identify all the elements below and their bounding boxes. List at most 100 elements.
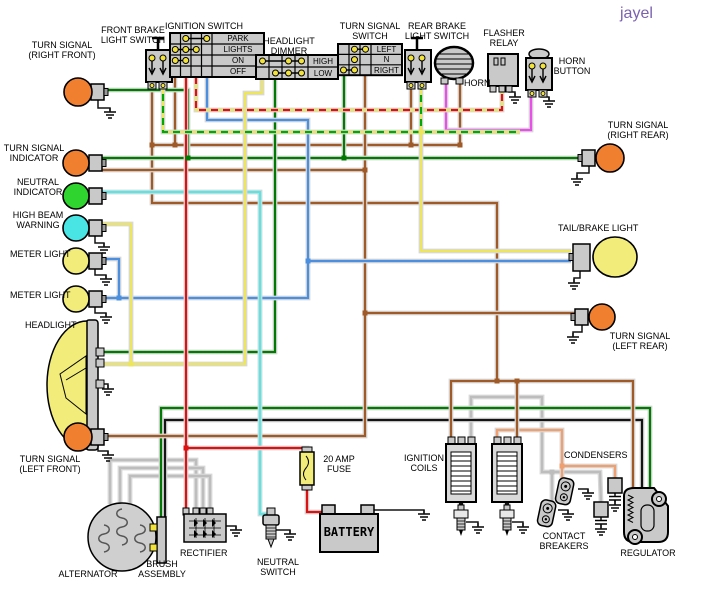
wires-layer [94, 75, 653, 534]
ignition-switch-row-on: ON [232, 56, 244, 65]
label-battery: BATTERY [323, 525, 375, 539]
ground-symbol [582, 489, 594, 500]
junction-dot [549, 469, 555, 475]
junction-dot [149, 142, 155, 148]
label-horn: HORN [464, 78, 491, 88]
junction-dot [128, 361, 134, 367]
horn-button-component [525, 48, 553, 98]
ground-symbol [571, 175, 583, 186]
bulbs-layer [62, 77, 638, 452]
rectifier-component [182, 507, 227, 543]
ground-symbol [595, 525, 607, 536]
label-turn-signal-left-rear: TURN SIGNAL (LEFT REAR) [609, 331, 671, 351]
junction-dot [305, 258, 311, 264]
ground-symbol [418, 510, 430, 521]
junction-dot [185, 155, 191, 161]
ground-symbol [562, 510, 574, 521]
junction-dot [362, 167, 368, 173]
label-condensers: CONDENSERS [564, 450, 628, 460]
regulator-component [623, 487, 669, 545]
junction-dot [183, 445, 189, 451]
wire-alternator-phase-1 [107, 457, 199, 512]
meter-light-1-bulb [62, 247, 107, 275]
wire-gnd-m1 [94, 269, 107, 279]
junction-dot [559, 463, 565, 469]
ground-symbol [104, 108, 116, 119]
wire-coil-bus-brown [448, 378, 636, 494]
headlight-dimmer-table [255, 54, 339, 80]
label-horn-button: HORN BUTTON [553, 56, 591, 76]
junction-dot [494, 378, 500, 384]
junction-dot [514, 378, 520, 384]
wire-gnd-rr [576, 166, 590, 179]
junction-dot [408, 142, 414, 148]
ignition-switch-row-off: OFF [230, 67, 246, 76]
label-regulator: REGULATOR [620, 548, 676, 558]
wire-gnd-tail [573, 271, 581, 283]
neutral-indicator-bulb [62, 182, 107, 210]
ground-symbol [100, 313, 112, 324]
wire-gnd-m2 [94, 307, 107, 317]
ground-symbol [517, 523, 529, 534]
wire-gnd-battery [374, 509, 425, 514]
ground-symbol [543, 97, 555, 108]
ground-symbol [567, 333, 579, 344]
ignition-switch-row-lights: LIGHTS [223, 45, 253, 54]
ignition-switch-row-park: PARK [227, 34, 249, 43]
label-high-beam-warning: HIGH BEAM WARNING [12, 210, 64, 230]
label-turn-signal-right-front: TURN SIGNAL (RIGHT FRONT) [28, 40, 96, 60]
label-rectifier: RECTIFIER [180, 548, 228, 558]
wire-meter1-blue [102, 256, 122, 298]
ground-symbol [568, 279, 580, 290]
wire-high-beam-warning-yellow [102, 221, 134, 364]
turn-signal-switch-row-left: LEFT [376, 44, 397, 54]
horn-component [433, 45, 475, 85]
switch-tables-layer [169, 32, 403, 80]
wire-brake-green-yellow [160, 82, 520, 135]
spark-plug-1 [453, 504, 469, 536]
junction-dot [116, 295, 122, 301]
ignition-switch-table [169, 32, 265, 78]
wire-low-beam-green [100, 79, 278, 355]
wire-regulator-black [162, 417, 645, 517]
wire-neutral-cyan [102, 189, 271, 517]
label-turn-signal-right-rear: TURN SIGNAL (RIGHT REAR) [607, 120, 669, 140]
label-flasher-relay: FLASHER RELAY [483, 28, 525, 48]
label-contact-breakers: CONTACT BREAKERS [539, 531, 589, 551]
brush-assembly-component [149, 516, 167, 564]
grounds-layer [98, 93, 621, 541]
contact-breaker-2 [536, 499, 557, 528]
junction-dot [172, 142, 178, 148]
label-turn-signal-indicator: TURN SIGNAL INDICATOR [3, 143, 65, 163]
contact-breaker-1 [554, 477, 575, 506]
wire-coil-feed-brown [149, 145, 500, 381]
wire-fuse-red [186, 445, 310, 452]
battery-component [319, 504, 379, 553]
junction-dot [362, 310, 368, 316]
switchboxes-layer [145, 36, 553, 98]
ground-symbol [102, 385, 114, 396]
label-ignition-coils: IGNITION COILS [404, 453, 444, 473]
label-meter-light-1: METER LIGHT [10, 249, 71, 259]
wire-gnd-lr [572, 325, 583, 337]
turn-signal-switch-row-n: N [383, 55, 390, 65]
ground-symbol [284, 530, 296, 541]
condenser-1 [607, 477, 623, 502]
ground-symbol [472, 523, 484, 534]
wire-brake-light-yellow [418, 132, 571, 254]
label-rear-brake-light-switch: REAR BRAKE LIGHT SWITCH [404, 21, 470, 41]
ground-symbol [230, 526, 242, 537]
wire-battery-red [304, 488, 322, 515]
alternator-component [87, 502, 157, 572]
junction-dot [341, 155, 347, 161]
label-turn-signal-left-front: TURN SIGNAL (LEFT FRONT) [19, 454, 81, 474]
ignition-coil-1 [445, 436, 477, 503]
wire-gnd-hb [94, 235, 105, 247]
front-brake-light-switch-component [145, 36, 173, 90]
label-neutral-indicator: NEUTRAL INDICATOR [13, 177, 63, 197]
ignition-coil-2 [491, 436, 523, 503]
turn-signal-switch-row-right: RIGHT [374, 65, 399, 75]
junctions-layer [116, 129, 565, 475]
label-alternator: ALTERNATOR [58, 569, 118, 579]
